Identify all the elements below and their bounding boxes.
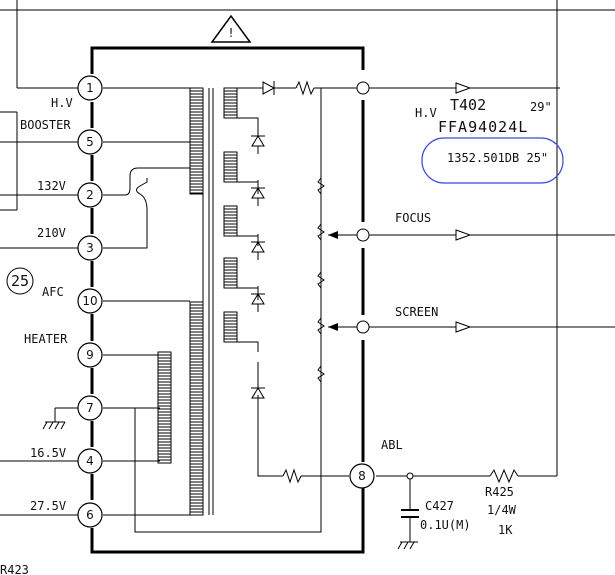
- pin-group: 1 5 2 3 10 9 7 4 6 8: [77, 75, 375, 528]
- pin-label-abl: ABL: [381, 438, 403, 452]
- pin-8: 8: [349, 463, 375, 489]
- pin-label-16-5v: 16.5V: [30, 446, 66, 460]
- corner-text: R423: [0, 563, 29, 575]
- pin-label-afc: AFC: [42, 285, 64, 299]
- highlight-oval: [421, 137, 564, 184]
- pin-label-hv: H.V: [51, 96, 73, 110]
- pin-label-booster: BOOSTER: [20, 118, 71, 132]
- pin-number: 4: [86, 454, 94, 468]
- ground-icon: [42, 421, 66, 430]
- pin-7: 7: [77, 395, 103, 421]
- pin-number: 7: [86, 401, 94, 415]
- pin-number: 1: [86, 81, 94, 95]
- pin-1: 1: [77, 75, 103, 101]
- circled-number: 25: [6, 267, 34, 295]
- transformer-core: [202, 88, 214, 515]
- primary-winding-lower: [189, 301, 204, 516]
- pin-2: 2: [77, 182, 103, 208]
- transformer-outline: [90, 46, 365, 554]
- screen-label: SCREEN: [395, 305, 438, 319]
- pin-9: 9: [77, 342, 103, 368]
- svg-text:!: !: [229, 26, 234, 40]
- pin-label-heater: HEATER: [24, 332, 68, 346]
- pin-3: 3: [77, 235, 103, 261]
- pin-number: 3: [86, 241, 94, 255]
- pin-6: 6: [77, 502, 103, 528]
- capacitor-value: 0.1U(M): [420, 518, 471, 532]
- hv-output-path: [237, 80, 560, 96]
- transformer-part-number: FFA94024L: [438, 118, 528, 136]
- pin-number: 2: [86, 188, 94, 202]
- pin-number: 8: [358, 469, 366, 483]
- hv-output-port: [356, 81, 370, 95]
- transformer-size-note: 29": [530, 100, 552, 114]
- pin-number: 9: [86, 348, 94, 362]
- highlight-note: 1352.501DB 25": [447, 151, 548, 165]
- screen-output: [328, 321, 615, 333]
- primary-winding-upper: [189, 87, 204, 195]
- bleeder-divider: [317, 177, 325, 383]
- pin-5: 5: [77, 129, 103, 155]
- focus-label: FOCUS: [395, 211, 431, 225]
- pin-4: 4: [77, 448, 103, 474]
- diode-chain: [251, 128, 265, 406]
- pin-10: 10: [77, 288, 103, 314]
- pin-wiring: [0, 87, 322, 533]
- resistor-power: 1/4W: [487, 503, 517, 517]
- resistor-value: 1K: [498, 523, 513, 537]
- secondary-winding: [223, 87, 259, 352]
- screen-output-port: [356, 320, 370, 334]
- pin-number: 6: [86, 508, 94, 522]
- warning-triangle-icon: !: [210, 14, 252, 43]
- pin-label-210v: 210V: [37, 226, 66, 240]
- resistor-ref: R425: [485, 485, 514, 499]
- capacitor-ref: C427: [425, 499, 454, 513]
- pin-number: 10: [82, 294, 97, 308]
- focus-output-port: [356, 228, 370, 242]
- capacitor-ground-icon: [397, 541, 418, 550]
- heater-winding: [157, 351, 172, 464]
- pin-number: 5: [86, 135, 94, 149]
- transformer-hv-label: H.V: [415, 106, 437, 120]
- transformer-ref: T402: [450, 96, 486, 114]
- pin-label-132v: 132V: [37, 179, 66, 193]
- abl-path: [257, 395, 557, 542]
- svg-text:25: 25: [11, 272, 29, 290]
- pin-label-27-5v: 27.5V: [30, 499, 66, 513]
- focus-output: [328, 229, 615, 241]
